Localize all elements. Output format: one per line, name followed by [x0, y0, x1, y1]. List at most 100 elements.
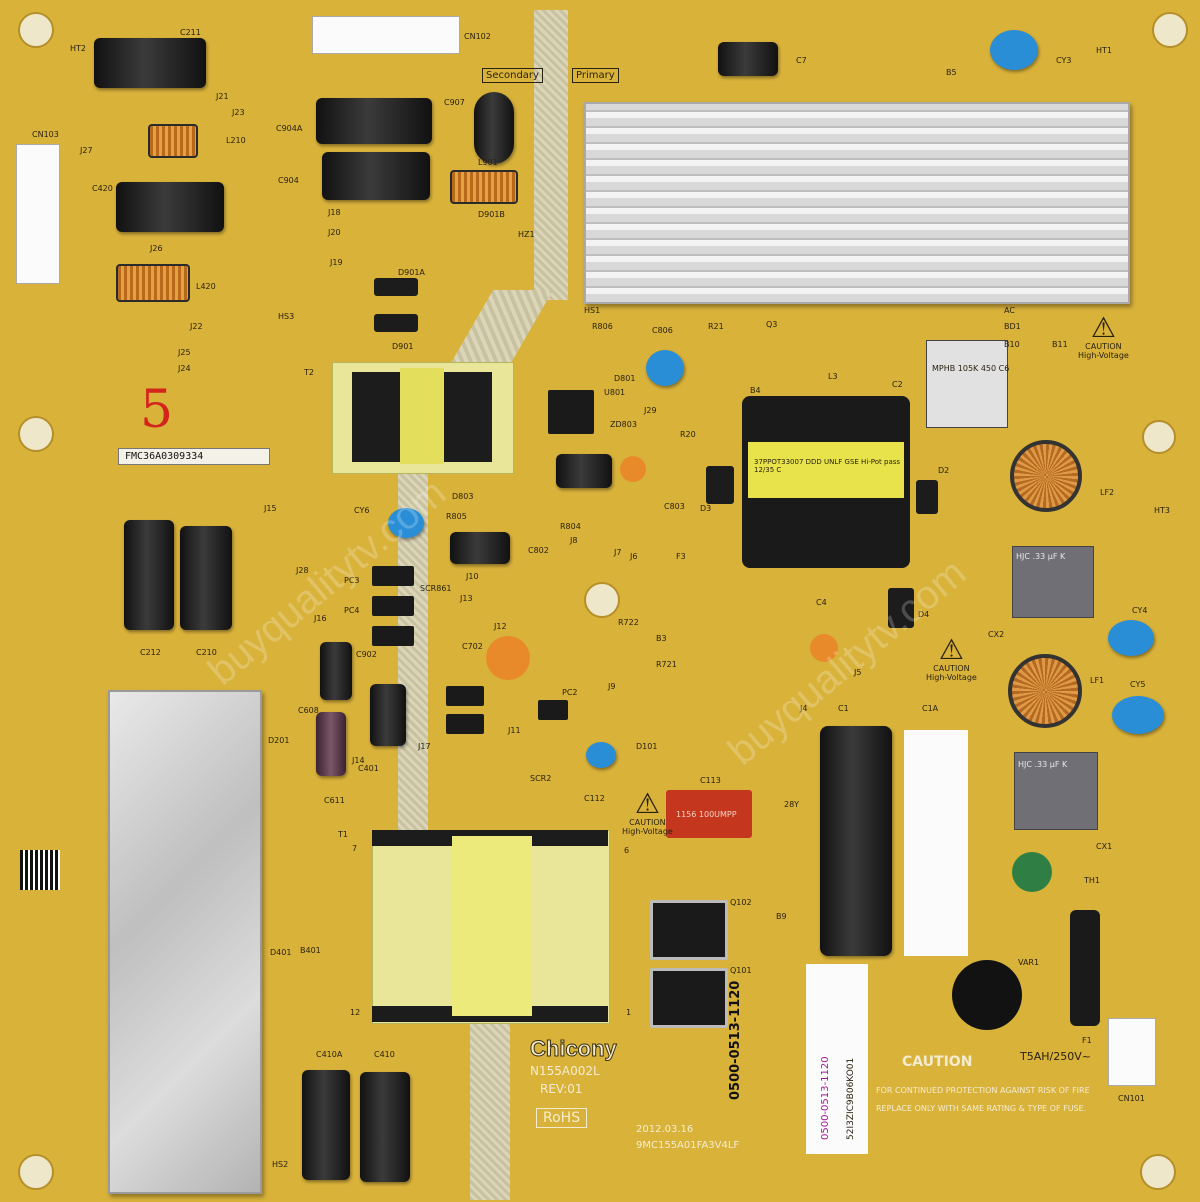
caution-text: CAUTION — [629, 818, 666, 827]
handwritten-mark: 5 — [140, 380, 174, 440]
c904-capacitor — [322, 152, 430, 200]
cn102-label: CN102 — [464, 32, 491, 41]
th1-thermistor — [1012, 852, 1052, 892]
l901-label: L901 — [478, 158, 498, 167]
cy3-label: CY3 — [1056, 56, 1072, 65]
mount-hole — [18, 416, 54, 452]
u801-ic — [548, 390, 594, 434]
pc4-optocoupler — [372, 596, 414, 616]
c7-capacitor — [718, 42, 778, 76]
t2-label: T2 — [304, 368, 314, 377]
c410-label: C410 — [374, 1050, 395, 1059]
caution-line-1: FOR CONTINUED PROTECTION AGAINST RISK OF… — [876, 1086, 1090, 1095]
c2-label: C2 — [892, 380, 903, 389]
mphb-text: MPHB 105K 450 C6 — [932, 364, 1010, 373]
optocoupler-4 — [446, 686, 484, 706]
l3-text: 37PPOT33007 DDD UNLF GSE Hi-Pot pass 12/… — [754, 458, 901, 474]
c113-capacitor — [666, 790, 752, 838]
caution-warning-3: ⚠ CAUTION High-Voltage — [622, 790, 673, 837]
c608-label: C608 — [298, 706, 319, 715]
film-cap-text-2: HJC .33 µF K — [1018, 760, 1068, 769]
c212-label: C212 — [140, 648, 161, 657]
l420-label: L420 — [196, 282, 216, 291]
c904a-label: C904A — [276, 124, 303, 133]
c611-label: C611 — [324, 796, 345, 805]
cx2-label: CX2 — [988, 630, 1005, 639]
pc3-optocoupler — [372, 566, 414, 586]
cy6-capacitor — [388, 508, 424, 538]
lf1-choke — [1008, 654, 1082, 728]
t1-coil — [452, 836, 532, 1016]
j26-label: J26 — [150, 244, 163, 253]
cx2-capacitor — [1012, 546, 1094, 618]
r806-label: R806 — [592, 322, 613, 331]
j10-label: J10 — [466, 572, 479, 581]
caution-text: CAUTION — [933, 664, 970, 673]
t2-coil — [400, 368, 444, 464]
scr2-label: SCR2 — [530, 774, 552, 783]
j18-label: J18 — [328, 208, 341, 217]
optocoupler-3 — [372, 626, 414, 646]
j25-label: J25 — [178, 348, 191, 357]
caution-line-2: REPLACE ONLY WITH SAME RATING & TYPE OF … — [876, 1104, 1087, 1113]
c1a-label: C1A — [922, 704, 939, 713]
mount-hole — [1140, 1154, 1176, 1190]
scr861-label: SCR861 — [420, 584, 452, 593]
c4-label: C4 — [816, 598, 827, 607]
j22-label: J22 — [190, 322, 203, 331]
f1-label: F1 — [1082, 1036, 1092, 1045]
isolation-trace — [534, 10, 568, 300]
c803-capacitor — [556, 454, 612, 488]
b10-label: B10 — [1004, 340, 1020, 349]
cn102-connector — [312, 16, 460, 54]
t1-pin1: 1 — [626, 1008, 632, 1017]
isolation-trace-diagonal — [446, 290, 554, 370]
f1-fuse — [1070, 910, 1100, 1026]
d801-label: D801 — [614, 374, 636, 383]
optocoupler-5 — [446, 714, 484, 734]
caution-warning-2: ⚠ CAUTION High-Voltage — [926, 636, 977, 683]
j15-label: J15 — [264, 504, 277, 513]
l901-inductor — [450, 170, 518, 204]
primary-label: Primary — [572, 68, 619, 83]
l3-label: L3 — [828, 372, 838, 381]
j27-label: J27 — [80, 146, 93, 155]
cy5-label: CY5 — [1130, 680, 1146, 689]
c803-label: C803 — [664, 502, 685, 511]
hz1-label: HZ1 — [518, 230, 535, 239]
c902-label: C902 — [356, 650, 377, 659]
pc2-label: PC2 — [562, 688, 578, 697]
c806-label: C806 — [652, 326, 673, 335]
l210-label: L210 — [226, 136, 246, 145]
q3-label: Q3 — [766, 320, 778, 329]
t1-label: T1 — [338, 830, 348, 839]
var1-varistor — [952, 960, 1022, 1030]
secondary-shield — [108, 690, 262, 1194]
c211-capacitor — [94, 38, 206, 88]
c802-capacitor — [450, 532, 510, 564]
c112-capacitor — [586, 742, 616, 768]
q101-transistor — [650, 968, 728, 1028]
j17-label: J17 — [418, 742, 431, 751]
c7-label: C7 — [796, 56, 807, 65]
r805-label: R805 — [446, 512, 467, 521]
cx1-capacitor — [1014, 752, 1098, 830]
c212-capacitor — [124, 520, 174, 630]
j5-label: J5 — [854, 668, 862, 677]
c401-capacitor — [370, 684, 406, 746]
lf1-label: LF1 — [1090, 676, 1105, 685]
cn103-label: CN103 — [32, 130, 59, 139]
l3-coil — [748, 442, 904, 498]
r721-label: R721 — [656, 660, 677, 669]
j23-label: J23 — [232, 108, 245, 117]
cy4-capacitor — [1108, 620, 1154, 656]
var1-label: VAR1 — [1018, 958, 1040, 967]
c210-label: C210 — [196, 648, 217, 657]
pn-label-sticker — [806, 964, 868, 1154]
c702-capacitor — [486, 636, 530, 680]
mount-hole — [1152, 12, 1188, 48]
l210-inductor — [148, 124, 198, 158]
j12-label: J12 — [494, 622, 507, 631]
th1-label: TH1 — [1084, 876, 1100, 885]
